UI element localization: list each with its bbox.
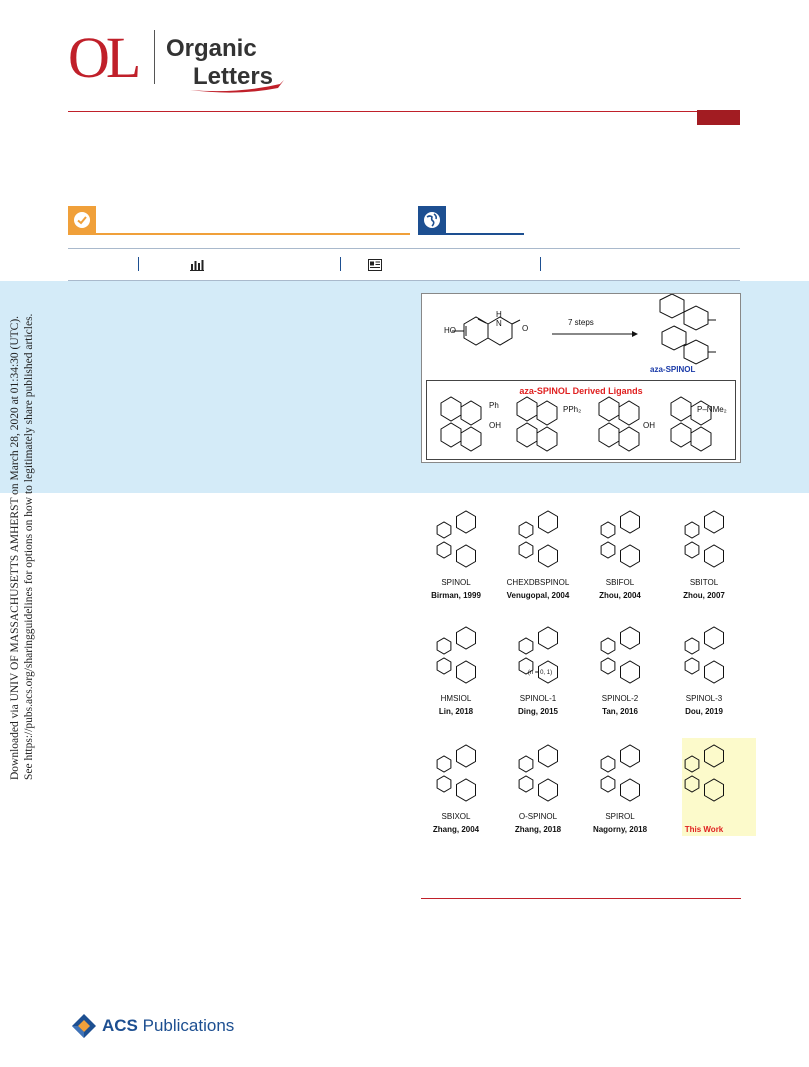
toc-step-label: 7 steps [568, 318, 594, 327]
logo-divider [154, 30, 155, 84]
structure-name: SPINOL-2 [601, 694, 639, 703]
structure-name: SBIFOL [605, 578, 635, 587]
open-access-underline [418, 233, 524, 235]
structure-drawing [518, 626, 558, 684]
structure-drawing [518, 510, 558, 568]
structure-reference: This Work [684, 825, 724, 834]
toc-ligand-structures [440, 396, 712, 452]
journal-logo[interactable]: OL Organic Letters [68, 25, 298, 93]
structure-drawing [684, 626, 724, 684]
structure-drawing [600, 510, 640, 568]
section-rule [421, 898, 741, 899]
logo-swoosh-icon [190, 80, 284, 93]
toc-o-label: O [522, 324, 529, 333]
structure-name: HMSIOL [440, 694, 472, 703]
article-icon[interactable] [368, 259, 382, 271]
structure-drawing [600, 744, 640, 802]
ligand-ph-label: Ph [489, 401, 499, 410]
download-notice-line1: Downloaded via UNIV OF MASSACHUSETTS AMH… [9, 315, 21, 780]
journal-name-line2: Letters [193, 63, 274, 90]
structure-drawing [518, 744, 558, 802]
editors-choice-underline [68, 233, 410, 235]
this-work-highlight [682, 738, 756, 836]
toc-reaction-scheme [452, 294, 716, 365]
ligand-oh-label-2: OH [643, 421, 655, 430]
structure-reference: Birman, 1999 [431, 591, 481, 600]
spinol1-note: (n = 0, 1) [527, 670, 553, 676]
structure-drawing [600, 626, 640, 684]
structure-drawing [436, 626, 476, 684]
structure-drawing [684, 744, 724, 802]
journal-name-line1: Organic [166, 35, 257, 62]
structure-reference: Tan, 2016 [602, 707, 638, 716]
download-notice-line2: See https://pubs.acs.org/sharingguidelin… [23, 313, 35, 780]
metrics-separator [340, 257, 341, 271]
journal-logo-mark: OL [68, 25, 141, 90]
acs-emblem-icon [72, 1014, 96, 1038]
structure-reference: Zhang, 2004 [432, 825, 480, 834]
structure-drawing [436, 510, 476, 568]
structure-reference: Zhou, 2004 [599, 591, 641, 600]
bar-chart-icon[interactable] [190, 259, 204, 271]
structure-reference: Venugopal, 2004 [506, 591, 570, 600]
acs-publications-name: ACS Publications [102, 1016, 234, 1036]
metrics-rule-top [68, 248, 740, 249]
structure-name: SBITOL [689, 578, 719, 587]
ligand-oh-label: OH [489, 421, 501, 430]
metrics-rule-bottom [68, 280, 740, 281]
toc-n-label: N [496, 319, 502, 328]
structure-drawing [436, 744, 476, 802]
structure-reference: Zhou, 2007 [683, 591, 725, 600]
structure-reference: Zhang, 2018 [514, 825, 562, 834]
toc-ligands-panel: aza-SPINOL Derived Ligands P [426, 380, 736, 460]
structure-reference: Nagorny, 2018 [592, 825, 648, 834]
checkmark-icon [74, 212, 90, 228]
ligand-pnme2-label: P–NMe₂ [697, 405, 727, 414]
header-rule [68, 111, 740, 112]
structure-name: SPINOL [441, 578, 471, 587]
structure-name: SPINOL-3 [685, 694, 723, 703]
structure-name: SPIROL [605, 812, 635, 821]
structure-reference: Ding, 2015 [517, 707, 558, 716]
structure-name: CHEXDBSPINOL [506, 578, 570, 587]
structure-name: O-SPINOL [518, 812, 558, 821]
open-access-badge[interactable] [418, 206, 446, 234]
acs-name-rest: Publications [137, 1016, 235, 1035]
article-type-flag [697, 110, 740, 125]
editors-choice-badge[interactable] [68, 206, 96, 234]
toc-h-label: H [496, 310, 502, 319]
structure-reference: Dou, 2019 [685, 707, 723, 716]
toc-ligands-title: aza-SPINOL Derived Ligands [519, 386, 643, 396]
acs-name-bold: ACS [102, 1016, 138, 1035]
download-notice: Downloaded via UNIV OF MASSACHUSETTS AMH… [8, 314, 36, 780]
structure-name: SPINOL-1 [519, 694, 557, 703]
metrics-separator [138, 257, 139, 271]
globe-icon [424, 212, 440, 228]
figure-ligand-overview[interactable]: SPINOL Birman, 1999 CHEXDBSPINOL Venugopal,… [410, 494, 756, 844]
ligand-pph2-label: PPh₂ [563, 405, 582, 414]
structure-name: SBIXOL [441, 812, 471, 821]
structure-reference: Lin, 2018 [438, 707, 474, 716]
structure-drawing [684, 510, 724, 568]
acs-publications-logo[interactable]: ACS Publications [70, 1012, 234, 1042]
toc-ho-label: HO [444, 326, 456, 335]
metrics-separator [540, 257, 541, 271]
toc-product-name: aza-SPINOL [650, 365, 696, 374]
toc-graphic[interactable]: HO H N O 7 steps aza-SPINOL aza-SPINOL D… [421, 293, 741, 463]
figure-structures [436, 510, 724, 802]
